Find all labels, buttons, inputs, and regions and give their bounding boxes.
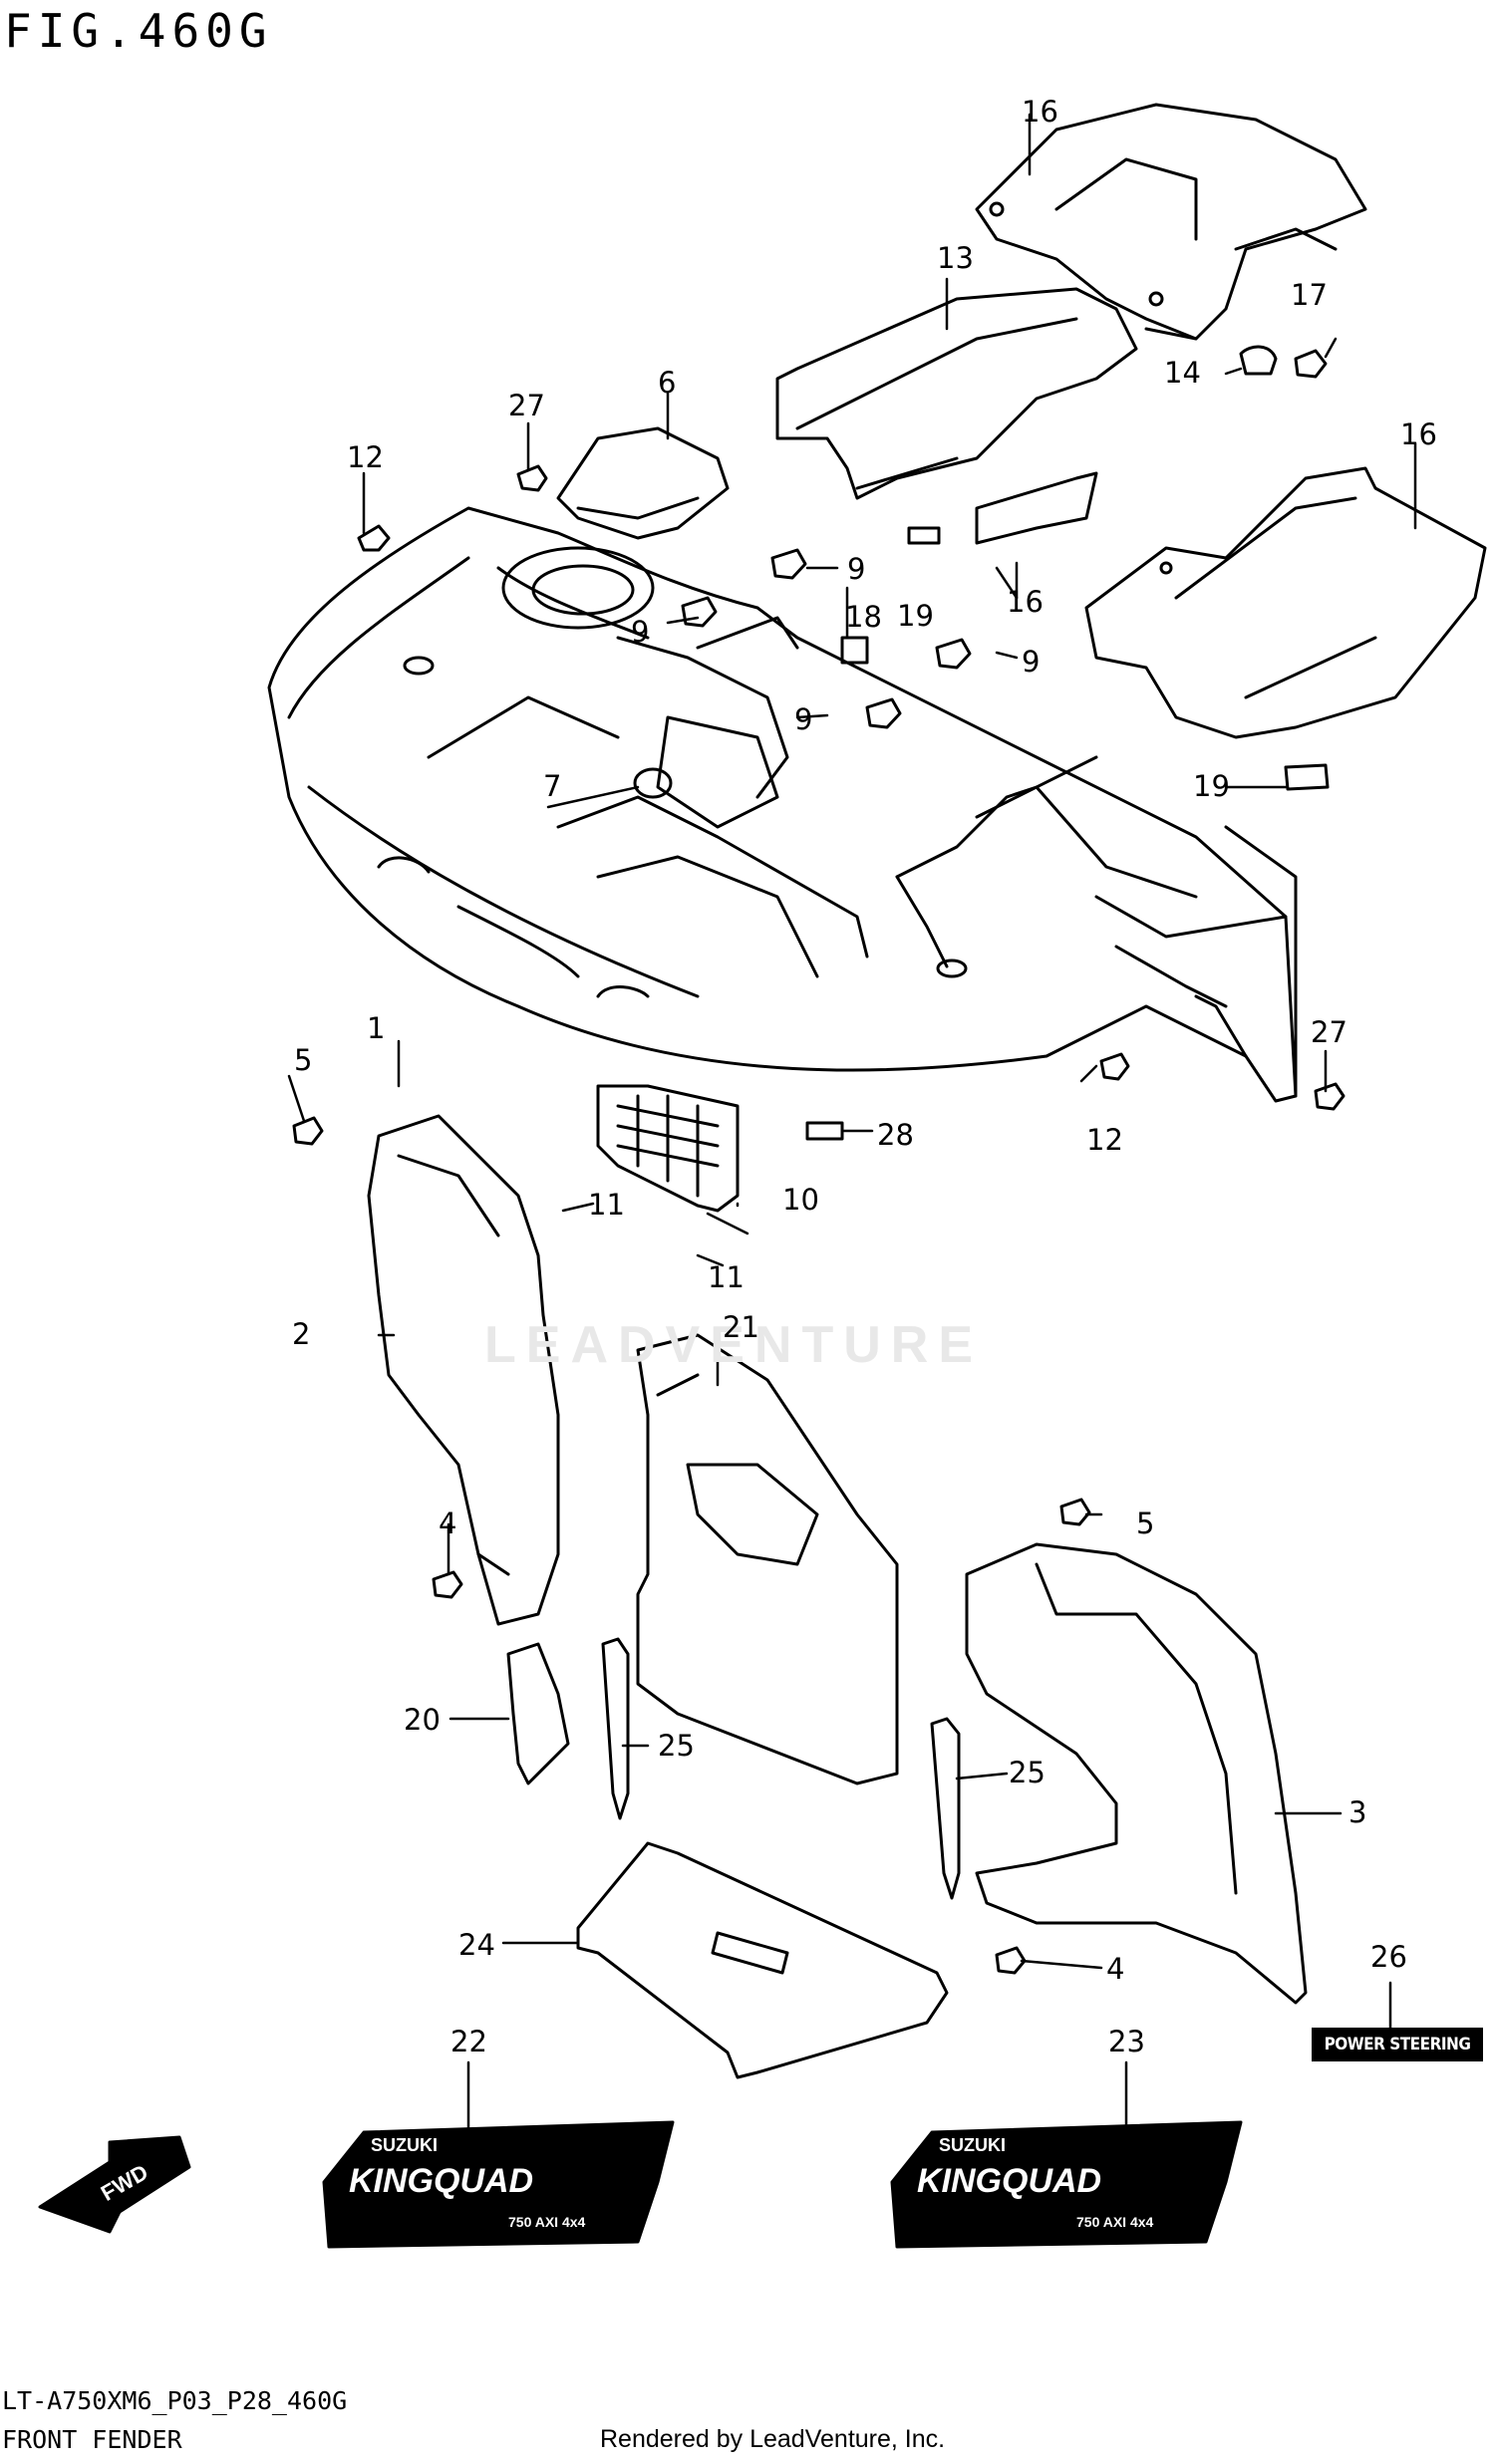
callout-12-top: 12	[347, 440, 384, 474]
watermark: LEADVENTURE	[484, 1316, 984, 1374]
grille-part-10	[596, 1084, 740, 1213]
decal-22-model: KINGQUAD	[349, 2162, 534, 2200]
skid-plate-part-24	[576, 1841, 949, 2079]
part-number-text: LT-A750XM6_P03_P28_460G	[2, 2386, 348, 2415]
power-steering-label: POWER STEERING	[1312, 2028, 1483, 2061]
callout-26: 26	[1370, 1940, 1407, 1974]
callout-7: 7	[543, 769, 562, 803]
callout-23: 23	[1108, 2025, 1145, 2058]
decal-23-brand: SUZUKI	[939, 2135, 1006, 2155]
callout-6: 6	[658, 366, 677, 400]
callout-4-left: 4	[439, 1506, 457, 1540]
callout-25-a: 25	[658, 1729, 695, 1763]
callout-17: 17	[1291, 278, 1328, 312]
cover-part-6	[556, 426, 730, 540]
callout-25-b: 25	[1009, 1756, 1046, 1789]
panel-part-8	[975, 103, 1367, 341]
callout-2: 2	[292, 1317, 311, 1351]
callout-12-right: 12	[1086, 1123, 1123, 1157]
callout-27-top: 27	[508, 389, 545, 422]
decal-22-brand: SUZUKI	[371, 2135, 438, 2155]
decal-22	[322, 2120, 675, 2249]
decal-23-model: KINGQUAD	[917, 2162, 1102, 2200]
callout-11-a: 11	[588, 1188, 625, 1222]
callout-9-b: 9	[631, 615, 650, 649]
callout-8: 16	[1022, 95, 1058, 129]
front-fender-part-1	[267, 506, 1298, 1103]
callout-16: 16	[1400, 417, 1437, 451]
bracket-part-20	[506, 1642, 570, 1785]
callout-19-a: 19	[897, 599, 934, 633]
callout-9-d: 9	[794, 702, 813, 736]
callout-27-right: 27	[1311, 1015, 1347, 1049]
callout-4-right: 4	[1106, 1952, 1125, 1986]
callout-10: 10	[782, 1183, 819, 1217]
callout-9-c: 9	[1022, 645, 1041, 679]
decal-23	[890, 2120, 1243, 2249]
callout-21: 21	[723, 1310, 759, 1344]
callout-15: 16	[1007, 585, 1044, 619]
callout-11-b: 11	[708, 1260, 745, 1294]
panel-part-16	[1084, 466, 1487, 739]
decal-23-sub: 750 AXI 4x4	[1076, 2214, 1154, 2230]
panel-part-21	[636, 1333, 899, 1785]
fasteners	[292, 345, 1346, 1975]
section-name: FRONT FENDER	[2, 2425, 182, 2454]
liner-part-3	[965, 1542, 1308, 2005]
callout-13: 13	[937, 241, 974, 275]
rendered-by: Rendered by LeadVenture, Inc.	[600, 2425, 946, 2453]
callout-28: 28	[877, 1118, 914, 1152]
callout-24: 24	[458, 1928, 495, 1962]
callout-5-right: 5	[1136, 1506, 1155, 1540]
callout-5-left: 5	[294, 1043, 313, 1077]
liner-part-2	[367, 1114, 560, 1626]
pad-part-15	[975, 471, 1098, 545]
callout-19-b: 19	[1193, 769, 1230, 803]
callout-18: 18	[845, 600, 882, 634]
leader-lines	[287, 113, 1417, 2134]
callout-14: 14	[1164, 356, 1201, 390]
callout-22: 22	[450, 2025, 487, 2058]
callout-20: 20	[404, 1703, 441, 1737]
fwd-arrow-icon	[38, 2135, 191, 2234]
cable-ties-part-25	[601, 1637, 961, 1900]
bracket-part-13	[775, 287, 1138, 500]
callout-9-a: 9	[847, 552, 866, 586]
figure-title: FIG.460G	[4, 4, 273, 58]
decal-22-sub: 750 AXI 4x4	[508, 2214, 586, 2230]
callout-1: 1	[367, 1011, 386, 1045]
callout-3: 3	[1348, 1795, 1367, 1829]
